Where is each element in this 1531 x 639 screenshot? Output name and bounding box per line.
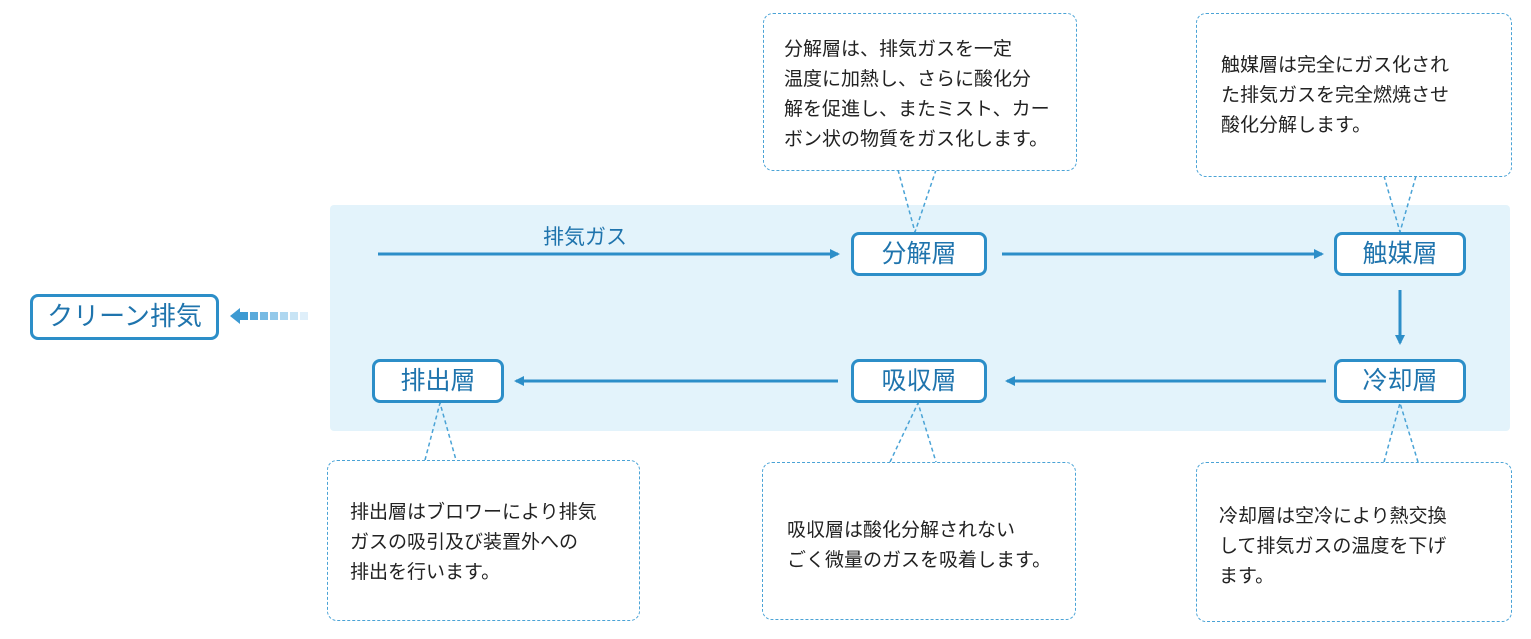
callout-catalyst: 触媒層は完全にガス化され た排気ガスを完全燃焼させ 酸化分解します。 <box>1196 13 1512 177</box>
exhaust-layer-box: 排出層 <box>372 359 504 403</box>
callout-exhaust-line-1: 排出層はブロワーにより排気 <box>350 501 597 523</box>
callout-exhaust-line-2: ガスの吸引及び装置外への <box>350 531 579 553</box>
clean-exhaust-box: クリーン排気 <box>30 294 219 340</box>
callout-decomposition-line-1: 分解層は、排気ガスを一定 <box>784 38 1013 60</box>
callout-cooling-line-1: 冷却層は空冷により熱交換 <box>1219 505 1447 527</box>
callout-exhaust: 排出層はブロワーにより排気 ガスの吸引及び装置外への 排出を行います。 <box>327 460 640 621</box>
cooling-layer-box: 冷却層 <box>1334 359 1466 403</box>
callout-cooling-line-2: して排気ガスの温度を下げ <box>1219 535 1447 557</box>
catalyst-layer-box: 触媒層 <box>1334 232 1466 276</box>
callout-absorption-line-1: 吸収層は酸化分解されない <box>787 519 1016 541</box>
callout-absorption-line-2: ごく微量のガスを吸着します。 <box>787 549 1052 571</box>
callout-exhaust-line-3: 排出を行います。 <box>350 561 501 583</box>
callout-decomposition-line-2: 温度に加熱し、さらに酸化分 <box>784 68 1032 90</box>
callout-cooling: 冷却層は空冷により熱交換 して排気ガスの温度を下げ ます。 <box>1196 462 1512 622</box>
callout-decomposition: 分解層は、排気ガスを一定 温度に加熱し、さらに酸化分 解を促進し、またミスト、カ… <box>763 13 1077 171</box>
callout-absorption: 吸収層は酸化分解されない ごく微量のガスを吸着します。 <box>762 462 1076 620</box>
callout-catalyst-line-3: 酸化分解します。 <box>1221 114 1372 136</box>
callout-decomposition-line-3: 解を促進し、またミスト、カー <box>784 98 1050 120</box>
absorption-layer-box: 吸収層 <box>851 359 987 403</box>
decomposition-layer-box: 分解層 <box>851 232 987 276</box>
arrow-clean-exhaust-output <box>230 308 308 324</box>
callout-catalyst-line-2: た排気ガスを完全燃焼させ <box>1221 84 1450 106</box>
callout-catalyst-line-1: 触媒層は完全にガス化され <box>1221 54 1450 76</box>
callout-decomposition-line-4: ボン状の物質をガス化します。 <box>784 128 1049 150</box>
callout-cooling-line-3: ます。 <box>1219 565 1275 587</box>
exhaust-gas-label: 排気ガス <box>543 225 627 249</box>
